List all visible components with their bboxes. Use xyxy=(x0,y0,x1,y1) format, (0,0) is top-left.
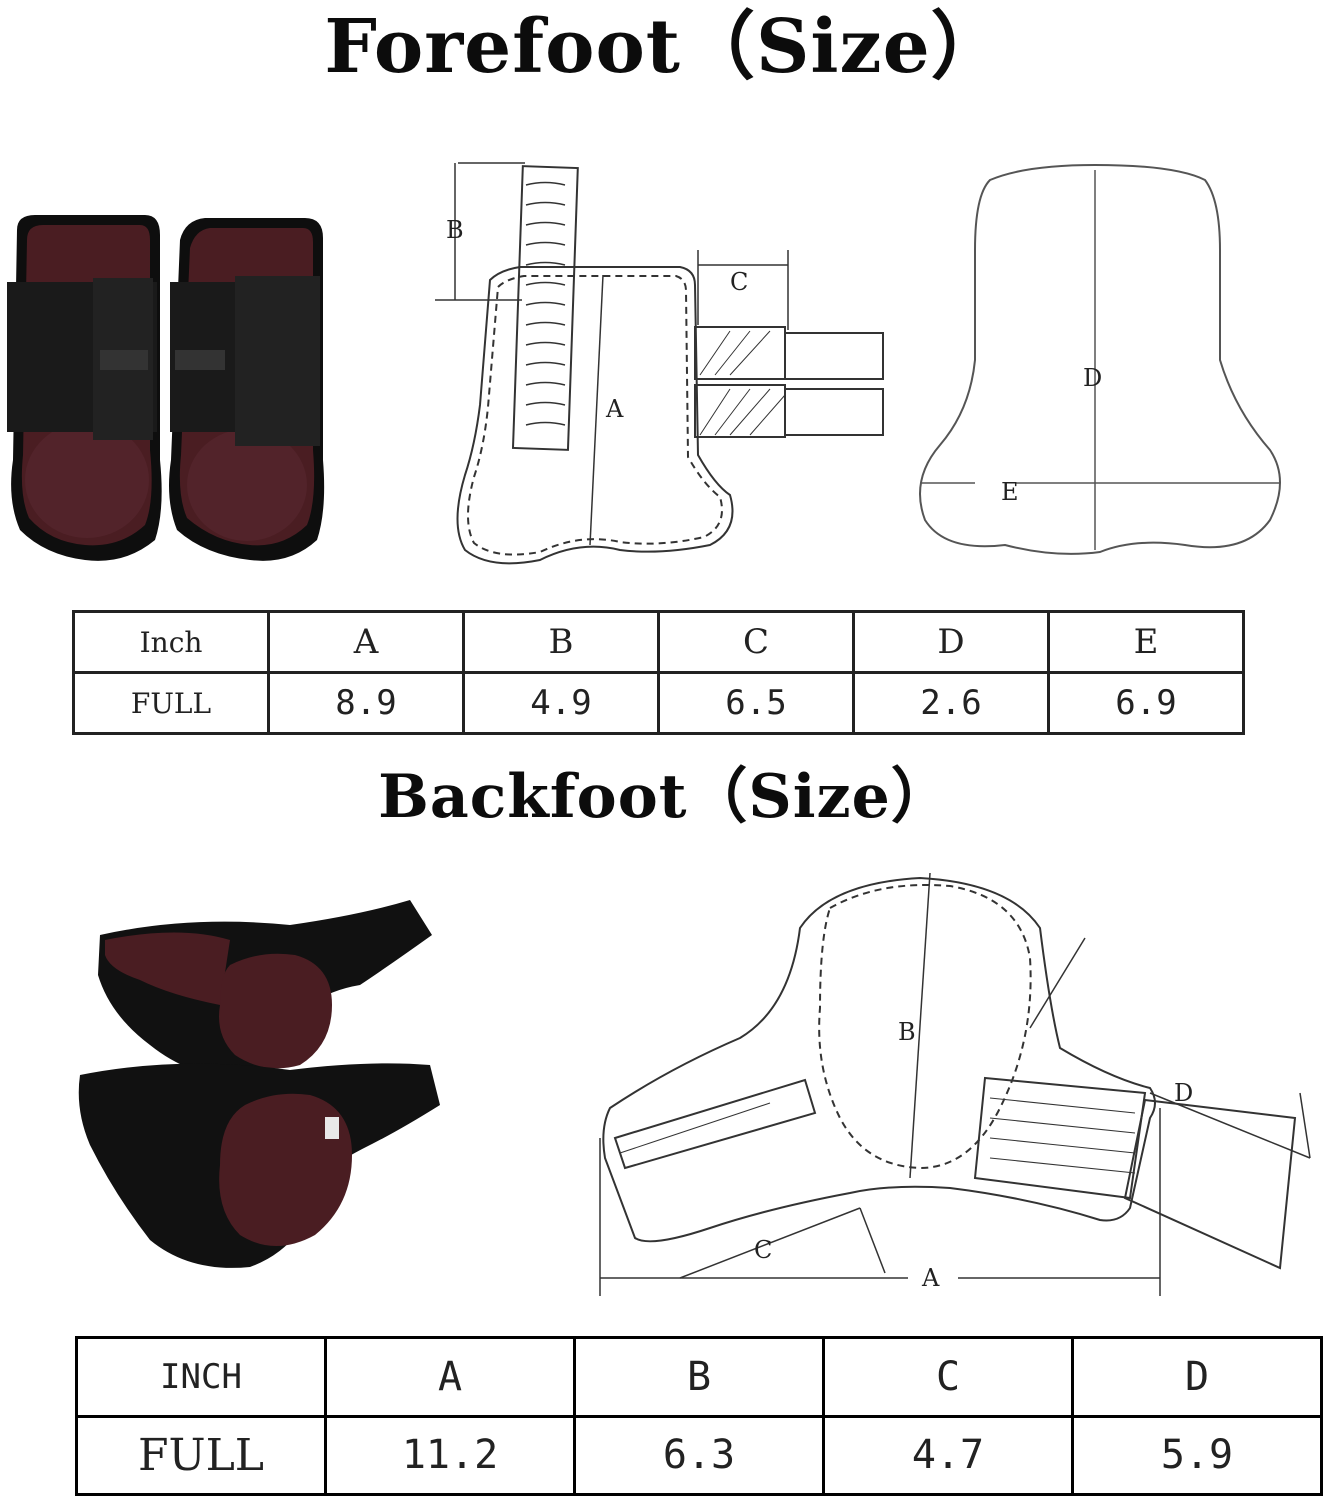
strap-upper xyxy=(694,326,786,380)
table-header-cell: C xyxy=(657,610,855,674)
table-cell: 6.5 xyxy=(657,671,855,735)
table-header-cell: INCH xyxy=(75,1336,327,1418)
table-header-cell: B xyxy=(462,610,660,674)
backfoot-diagram-label-a: A xyxy=(921,1264,940,1292)
backfoot-size-table: INCH A B C D FULL 11.2 6.3 4.7 5.9 xyxy=(75,1336,1323,1496)
rear-boot-bottom xyxy=(78,1063,440,1268)
front-boot-right xyxy=(169,218,325,561)
table-cell: 8.9 xyxy=(267,671,465,735)
table-cell: FULL xyxy=(75,1414,327,1496)
table-cell: 6.3 xyxy=(573,1414,825,1496)
backfoot-title: Backfoot（Size） xyxy=(378,762,952,832)
table-header-row: Inch A B C D E xyxy=(72,610,1245,674)
forefoot-diagram-label-c: C xyxy=(730,268,748,296)
table-header-row: INCH A B C D xyxy=(75,1336,1323,1418)
table-header-cell: E xyxy=(1047,610,1245,674)
forefoot-diagram: B A C xyxy=(435,162,884,565)
front-boot-left xyxy=(7,215,162,561)
backfoot-boot-photo xyxy=(78,900,440,1268)
velcro-strap-vertical xyxy=(511,165,579,451)
table-cell: 4.9 xyxy=(462,671,660,735)
forefoot-outline-diagram: D E xyxy=(919,163,1281,555)
forefoot-title: Forefoot（Size） xyxy=(324,4,1006,90)
table-cell: 6.9 xyxy=(1047,671,1245,735)
table-row: FULL 11.2 6.3 4.7 5.9 xyxy=(75,1414,1323,1496)
backfoot-diagram-label-d: D xyxy=(1174,1079,1193,1107)
forefoot-diagram-label-b: B xyxy=(446,216,464,244)
table-header-cell: A xyxy=(324,1336,576,1418)
table-cell: 11.2 xyxy=(324,1414,576,1496)
table-cell: FULL xyxy=(72,671,270,735)
table-cell: 2.6 xyxy=(852,671,1050,735)
table-row: FULL 8.9 4.9 6.5 2.6 6.9 xyxy=(72,671,1245,735)
forefoot-boot-photo xyxy=(7,215,325,561)
rear-boot-outline xyxy=(602,876,1156,1243)
table-cell: 5.9 xyxy=(1071,1414,1323,1496)
table-header-cell: A xyxy=(267,610,465,674)
table-header-cell: D xyxy=(852,610,1050,674)
backfoot-diagram-label-c: C xyxy=(754,1236,772,1264)
table-header-cell: B xyxy=(573,1336,825,1418)
shell-outline xyxy=(919,163,1281,555)
backfoot-diagram-label-b: B xyxy=(898,1018,916,1046)
table-header-cell: C xyxy=(822,1336,1074,1418)
table-header-cell: Inch xyxy=(72,610,270,674)
forefoot-outline-label-e: E xyxy=(1001,478,1019,506)
table-cell: 4.7 xyxy=(822,1414,1074,1496)
forefoot-diagram-label-a: A xyxy=(605,395,624,423)
boot-outline xyxy=(456,266,734,565)
table-header-cell: D xyxy=(1071,1336,1323,1418)
forefoot-size-table: Inch A B C D E FULL 8.9 4.9 6.5 2.6 6.9 xyxy=(72,610,1245,735)
backfoot-diagram: B A C D xyxy=(599,872,1311,1296)
forefoot-outline-label-d: D xyxy=(1083,364,1102,392)
rear-boot-top xyxy=(98,900,432,1077)
